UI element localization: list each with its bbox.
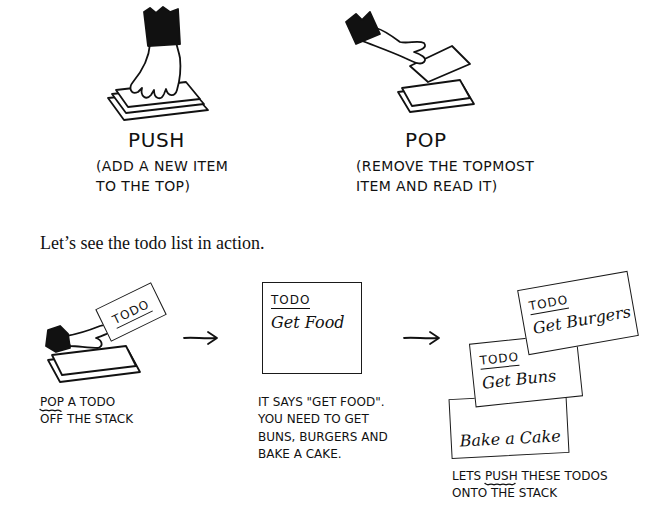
- note-heading: TODO: [528, 293, 570, 316]
- step-caption: POP A TODO OFF THE STACK: [40, 394, 138, 429]
- todo-note: TODO Get Food: [262, 282, 362, 374]
- push-illustration: [108, 7, 208, 120]
- operation-note: (ADD A NEW ITEM TO THE TOP): [96, 156, 246, 197]
- note-heading: TODO: [479, 350, 520, 370]
- step-arrow: [184, 337, 216, 339]
- operation-name: PUSH: [128, 126, 248, 155]
- operation-note: (REMOVE THE TOPMOST ITEM AND READ IT): [356, 156, 551, 197]
- operation-name: POP: [405, 126, 525, 155]
- arrow-head: [208, 332, 217, 344]
- sleeve-cuff: [346, 12, 380, 44]
- note-text: Get Food: [271, 313, 353, 333]
- note-heading: TODO: [271, 293, 310, 309]
- hand: [131, 42, 181, 98]
- arrow-head: [430, 332, 439, 344]
- sleeve-cuff: [144, 7, 180, 46]
- step-caption: LETS PUSH THESE TODOS ONTO THE STACK: [452, 468, 617, 503]
- todo-note: TODO: [95, 282, 167, 342]
- body-text: Let’s see the todo list in action.: [40, 232, 600, 255]
- note-text: Bake a Cake: [459, 426, 560, 451]
- note-heading: TODO: [110, 297, 152, 329]
- step-arrow: [404, 337, 438, 339]
- word-underline: [485, 483, 515, 484]
- todo-note: TODOGet Burgers: [517, 271, 639, 355]
- pop-illustration: [346, 12, 474, 112]
- step-caption: IT SAYS "GET FOOD". YOU NEED TO GET BUNS…: [258, 394, 403, 464]
- sleeve-cuff: [46, 326, 70, 352]
- paper-sheet: [402, 80, 470, 106]
- note-text: Get Buns: [481, 364, 573, 393]
- word-underline: [40, 409, 61, 411]
